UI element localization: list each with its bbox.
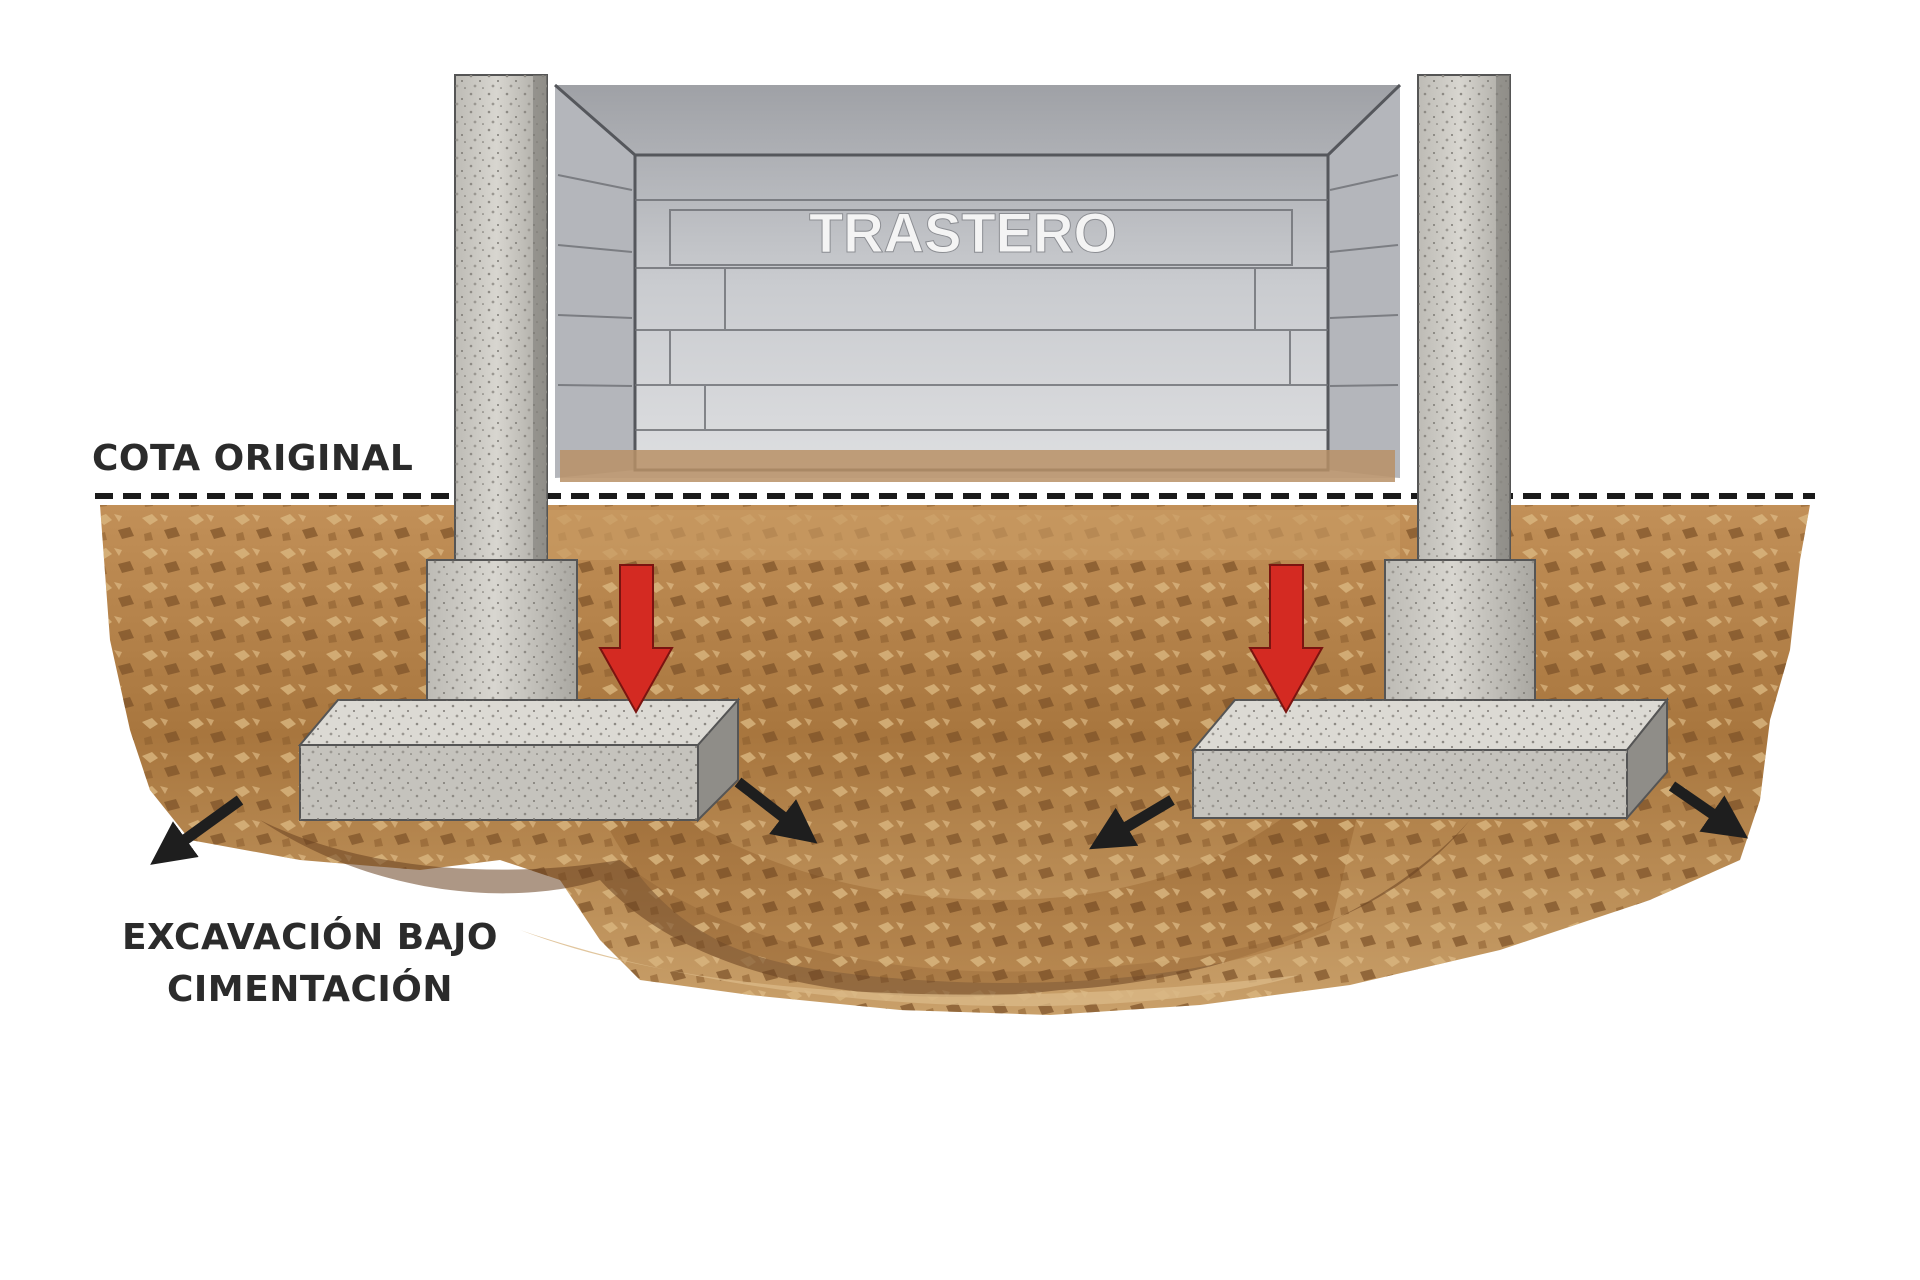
room-label: TRASTERO (809, 201, 1117, 264)
right-column (1418, 75, 1510, 560)
excavation-label-line1: EXCAVACIÓN BAJO (100, 912, 520, 964)
storage-room: TRASTERO (555, 85, 1400, 482)
excavation-label-line2: CIMENTACIÓN (100, 964, 520, 1016)
left-column (455, 75, 547, 560)
original-grade-label: COTA ORIGINAL (92, 438, 413, 479)
excavation-label: EXCAVACIÓN BAJO CIMENTACIÓN (100, 912, 520, 1016)
